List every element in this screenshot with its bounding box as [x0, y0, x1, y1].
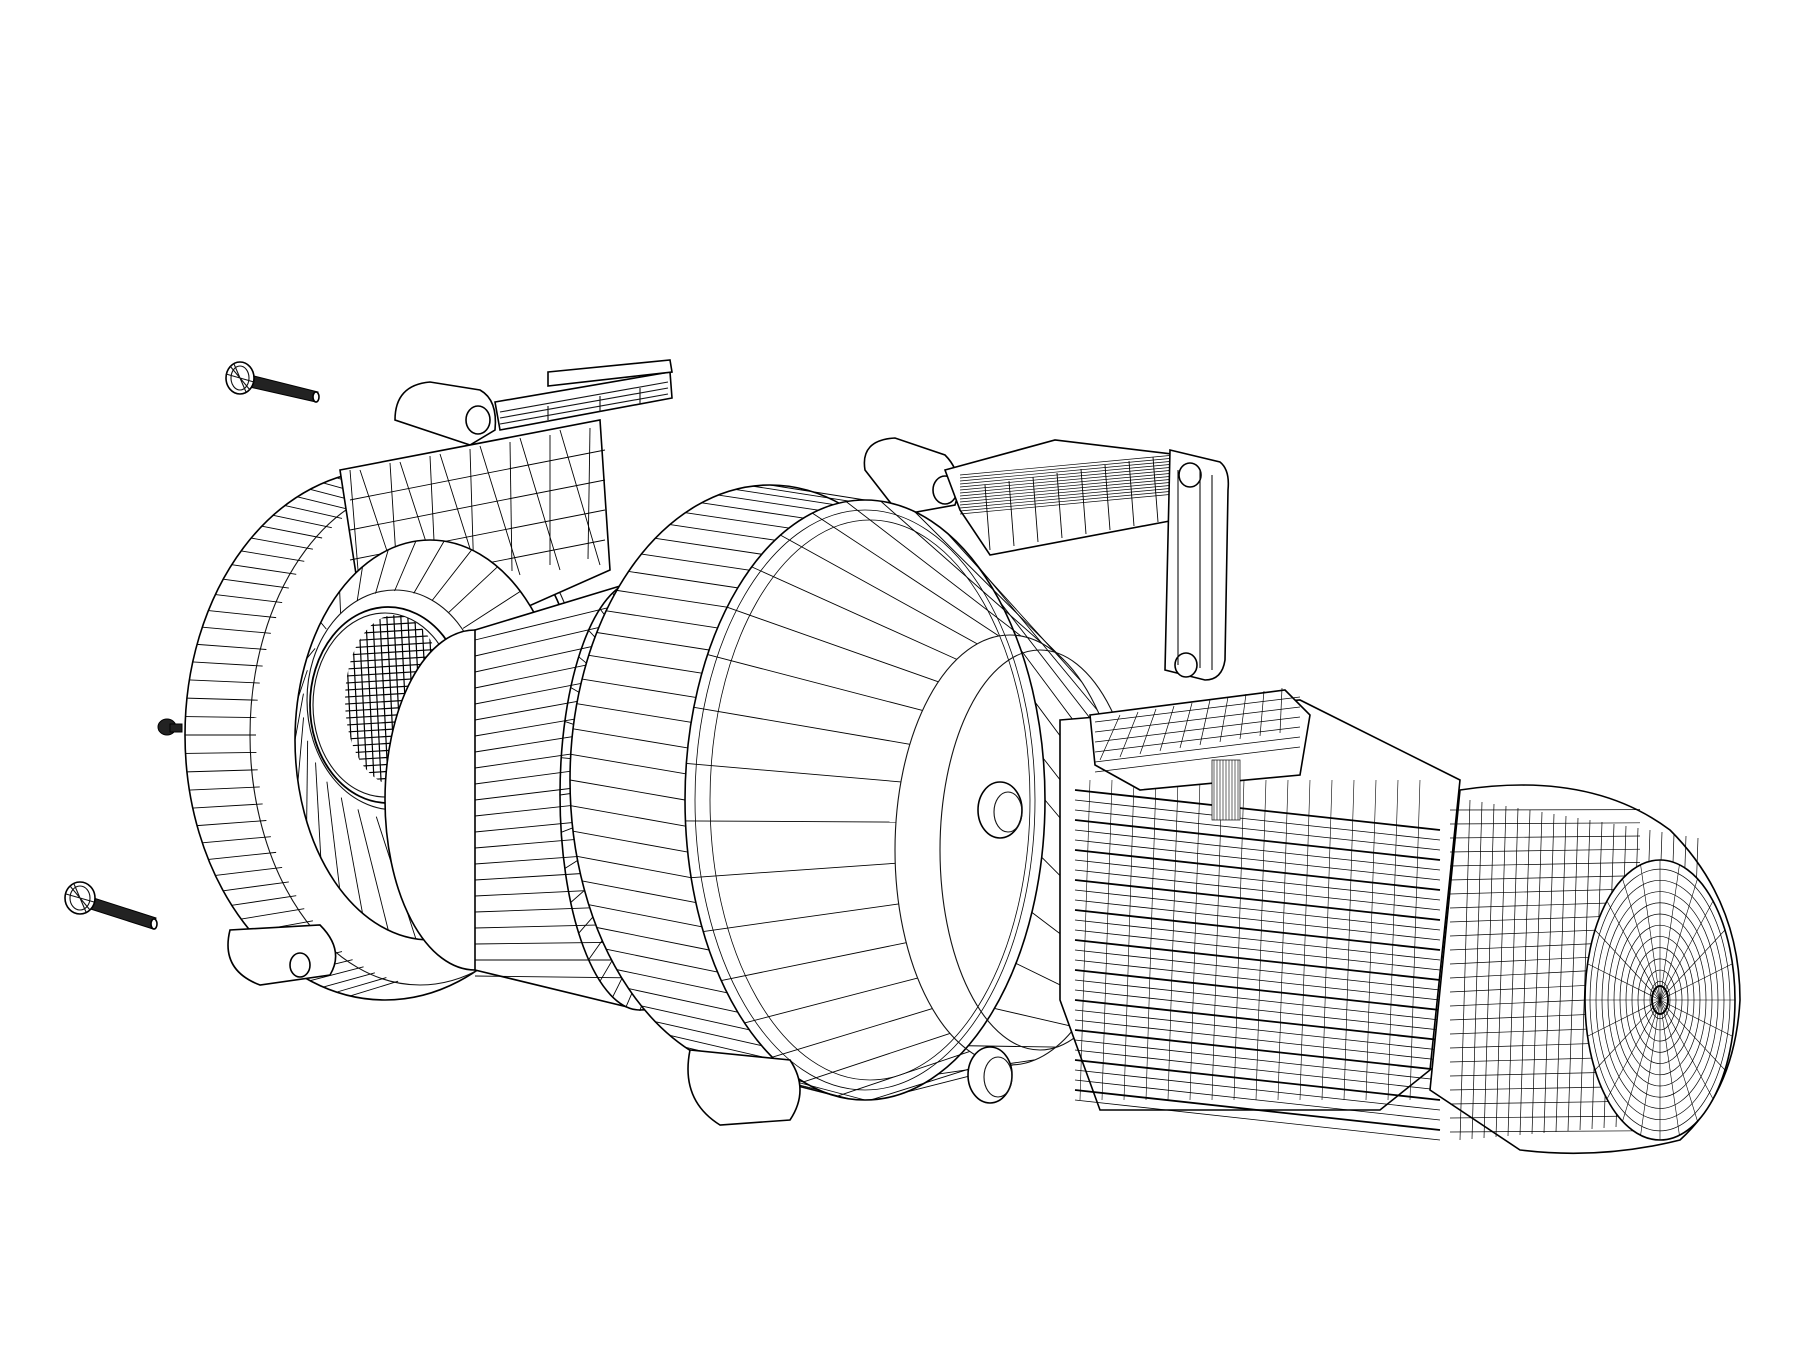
screw-top: Cap screw (upper): [225, 361, 320, 403]
terminal-box: Terminal box: [1089, 687, 1311, 821]
nut-small: Small nut / plug: [157, 718, 183, 736]
motor-fan-cover: Motor fan cover: [1429, 784, 1741, 1155]
motor: Electric motor: [1059, 699, 1461, 1141]
screw-bottom: Cap screw (lower): [64, 881, 158, 930]
adapter-housing: Adapter / bracket housing: [569, 437, 1230, 1126]
